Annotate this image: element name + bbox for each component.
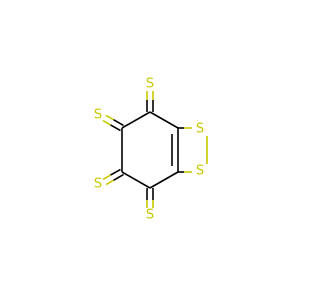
thione-bonds xyxy=(102,91,154,208)
atom-sulfur-lower-left: S xyxy=(94,177,102,192)
bond-c6-s-left-2 xyxy=(110,124,121,132)
bond-c5-s-left-2 xyxy=(113,173,124,181)
bond-c3-c4 xyxy=(149,171,179,189)
atom-sulfur-ring-lower: S xyxy=(196,164,204,179)
atom-sulfur-ring-upper: S xyxy=(196,122,204,137)
bond-c1-c2 xyxy=(149,111,179,129)
atom-labels: S S S S S S xyxy=(94,77,204,223)
bond-c6-c1 xyxy=(121,111,151,129)
bond-c5-s-left-s-2 xyxy=(105,179,114,186)
bond-c5-s-left xyxy=(110,168,121,176)
bond-c5-s-left-s xyxy=(102,174,111,181)
ring-bonds xyxy=(121,111,179,189)
atom-sulfur-bottom: S xyxy=(146,208,154,223)
atom-sulfur-upper-left: S xyxy=(94,108,102,123)
molecule-structure-diagram: S S S S S S xyxy=(93,76,208,223)
bond-c6-s-left-s xyxy=(105,114,114,121)
bond-c6-s-left-s-2 xyxy=(102,119,111,126)
bond-c6-s-left xyxy=(113,119,124,127)
dithiete-bonds xyxy=(178,127,208,173)
bond-c4-c5 xyxy=(121,171,151,189)
atom-sulfur-top: S xyxy=(146,77,154,92)
